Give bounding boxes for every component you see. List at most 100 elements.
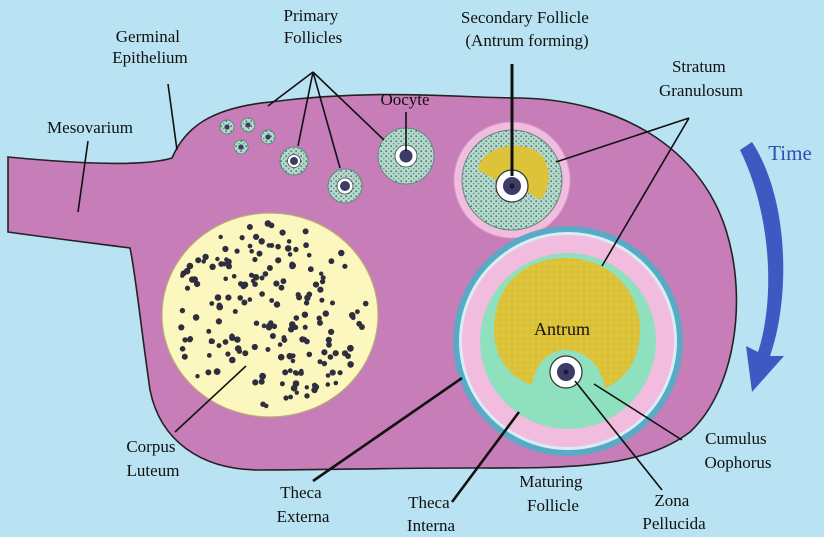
corpus-luteum-cell — [278, 354, 285, 361]
corpus-luteum-cell — [182, 337, 187, 342]
corpus-luteum-cell — [262, 324, 267, 329]
corpus-luteum-cell — [296, 294, 302, 300]
corpus-luteum-cell — [356, 321, 362, 327]
corpus-luteum-cell — [189, 276, 195, 282]
corpus-luteum-cell — [214, 368, 221, 375]
corpus-luteum-cell — [268, 320, 273, 325]
corpus-luteum-cell — [240, 235, 245, 240]
corpus-luteum-cell — [322, 361, 327, 366]
corpus-luteum-cell — [229, 335, 235, 341]
corpus-luteum-cell — [288, 368, 293, 373]
corpus-luteum-cell — [232, 274, 237, 279]
corpus-luteum-cell — [229, 357, 236, 364]
corpus-luteum-cell — [226, 263, 232, 269]
corpus-luteum-cell — [209, 301, 214, 306]
corpus-luteum-cell — [182, 354, 188, 360]
corpus-luteum-cell — [302, 312, 308, 318]
corpus-luteum-cell — [323, 310, 329, 316]
corpus-luteum-cell — [216, 318, 222, 324]
corpus-luteum-cell — [205, 369, 211, 375]
corpus-luteum-cell — [279, 285, 285, 291]
corpus-luteum-cell — [259, 238, 265, 244]
corpus-luteum-cell — [223, 277, 228, 282]
corpus-luteum-cell — [253, 234, 259, 240]
corpus-luteum-cell — [303, 228, 309, 234]
corpus-luteum-cell — [334, 381, 339, 386]
corpus-luteum-cell — [263, 271, 269, 277]
corpus-luteum-cell — [321, 275, 326, 280]
corpus-luteum-cell — [302, 337, 307, 342]
corpus-luteum-cell — [306, 292, 312, 298]
corpus-luteum-cell — [249, 273, 254, 278]
corpus-luteum-cell — [308, 266, 314, 272]
corpus-luteum-cell — [247, 224, 253, 230]
corpus-luteum-cell — [291, 385, 298, 392]
corpus-luteum-cell — [293, 325, 298, 330]
corpus-luteum-cell — [241, 300, 247, 306]
corpus-luteum-cell — [347, 345, 354, 352]
corpus-luteum-cell — [180, 274, 184, 278]
corpus-luteum-cell — [178, 324, 184, 330]
corpus-luteum-cell — [294, 315, 300, 321]
corpus-luteum-cell — [293, 370, 298, 375]
corpus-luteum-cell — [235, 249, 240, 254]
corpus-luteum-cell — [194, 281, 200, 287]
corpus-luteum-cell — [252, 379, 258, 385]
corpus-luteum-cell — [338, 250, 344, 256]
corpus-luteum-cell — [237, 295, 243, 301]
corpus-luteum-cell — [219, 235, 223, 239]
corpus-luteum-cell — [238, 281, 243, 286]
corpus-luteum-cell — [195, 257, 201, 263]
corpus-luteum-cell — [291, 353, 296, 358]
corpus-luteum-cell — [218, 261, 224, 267]
corpus-luteum-cell — [333, 350, 339, 356]
corpus-luteum-cell — [347, 361, 354, 368]
corpus-luteum-cell — [282, 335, 287, 340]
corpus-luteum-cell — [280, 381, 285, 386]
corpus-luteum-cell — [288, 395, 293, 400]
corpus-luteum-cell — [185, 286, 190, 291]
corpus-luteum-cell — [313, 282, 319, 288]
corpus-luteum-cell — [328, 329, 334, 335]
corpus-luteum-cell — [338, 370, 343, 375]
corpus-luteum-cell — [217, 303, 222, 308]
corpus-luteum-cell — [224, 257, 228, 261]
corpus-luteum — [162, 213, 378, 417]
corpus-luteum-cell — [307, 352, 313, 358]
corpus-luteum-cell — [237, 349, 242, 354]
corpus-luteum-cell — [326, 382, 331, 387]
corpus-luteum-cell — [260, 276, 265, 281]
corpus-luteum-cell — [275, 244, 281, 250]
corpus-luteum-cell — [283, 395, 288, 400]
corpus-luteum-cell — [252, 257, 257, 262]
corpus-luteum-cell — [298, 370, 304, 376]
corpus-luteum-cell — [180, 346, 186, 352]
corpus-luteum-cell — [303, 242, 309, 248]
corpus-luteum-cell — [225, 295, 231, 301]
corpus-luteum-cell — [326, 337, 332, 343]
corpus-luteum-cell — [326, 373, 331, 378]
corpus-luteum-cell — [270, 333, 276, 339]
label-oocyte: Oocyte — [380, 90, 429, 109]
corpus-luteum-cell — [265, 347, 270, 352]
corpus-luteum-cell — [304, 300, 309, 305]
corpus-luteum-cell — [319, 272, 323, 276]
corpus-luteum-cell — [187, 337, 192, 342]
corpus-luteum-cell — [285, 245, 292, 252]
corpus-luteum-cell — [193, 314, 200, 321]
label-antrum: Antrum — [534, 319, 590, 339]
corpus-luteum-cell — [313, 384, 319, 390]
corpus-luteum-cell — [305, 385, 309, 389]
corpus-luteum-cell — [215, 294, 222, 301]
corpus-luteum-cell — [319, 298, 324, 303]
corpus-luteum-cell — [304, 393, 309, 398]
corpus-luteum-cell — [293, 247, 298, 252]
corpus-luteum-cell — [225, 351, 230, 356]
maturing-follicle — [456, 229, 680, 453]
corpus-luteum-cell — [281, 278, 287, 284]
corpus-luteum-cell — [288, 252, 293, 257]
label-mesovarium: Mesovarium — [47, 118, 133, 137]
corpus-luteum-cell — [267, 243, 272, 248]
